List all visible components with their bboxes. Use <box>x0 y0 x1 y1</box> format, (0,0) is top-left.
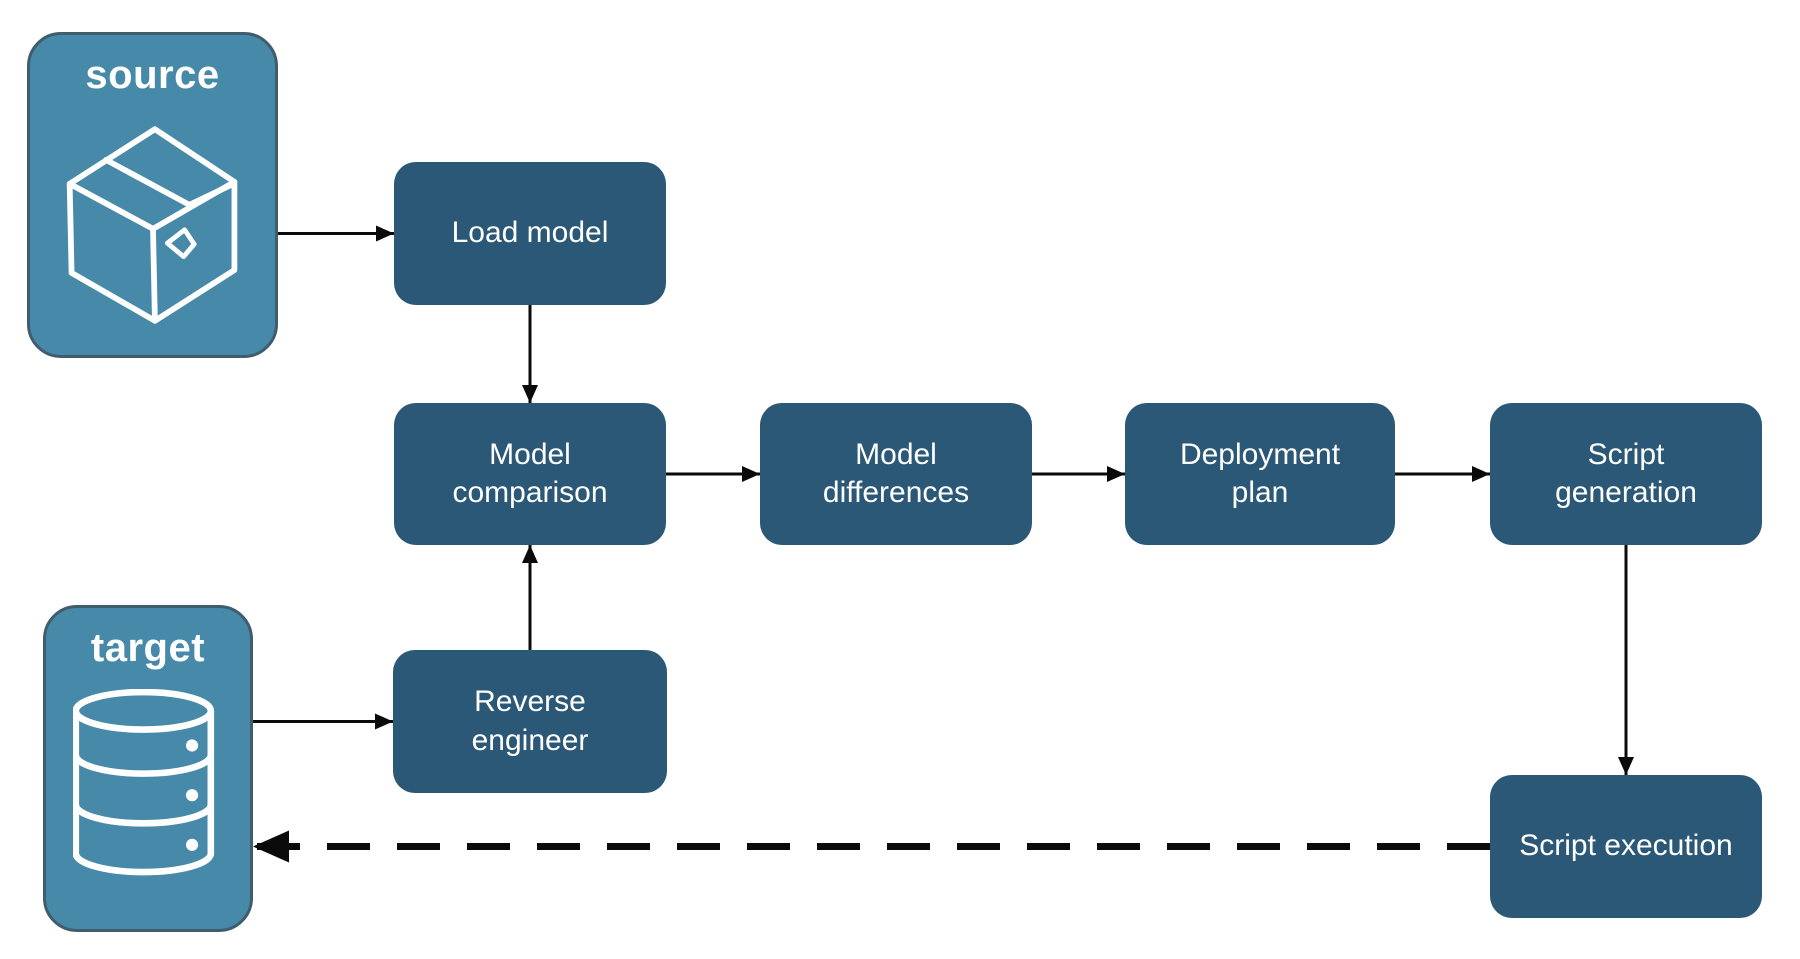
node-reverse-engineer-label: Reverse engineer <box>471 685 589 757</box>
node-deployment-plan: Deployment plan <box>1125 403 1395 545</box>
node-deployment-plan-label: Deployment plan <box>1179 437 1341 509</box>
node-script-generation: Script generation <box>1490 403 1762 545</box>
node-model-comparison-label: Model comparison <box>452 437 608 509</box>
target-node: target <box>43 605 253 932</box>
node-model-differences: Model differences <box>760 403 1032 545</box>
node-load-model: Load model <box>394 162 666 305</box>
node-script-execution: Script execution <box>1490 775 1762 918</box>
source-label: source <box>85 53 220 97</box>
node-reverse-engineer: Reverse engineer <box>393 650 667 793</box>
target-label: target <box>90 626 206 670</box>
node-model-differences-label: Model differences <box>822 437 970 509</box>
source-node: source <box>27 32 278 358</box>
database-icon <box>73 689 223 877</box>
node-script-generation-label: Script generation <box>1555 437 1697 509</box>
node-model-comparison: Model comparison <box>394 403 666 545</box>
node-load-model-label: Load model <box>451 216 609 250</box>
package-icon <box>62 124 244 326</box>
node-script-execution-label: Script execution <box>1519 829 1733 863</box>
